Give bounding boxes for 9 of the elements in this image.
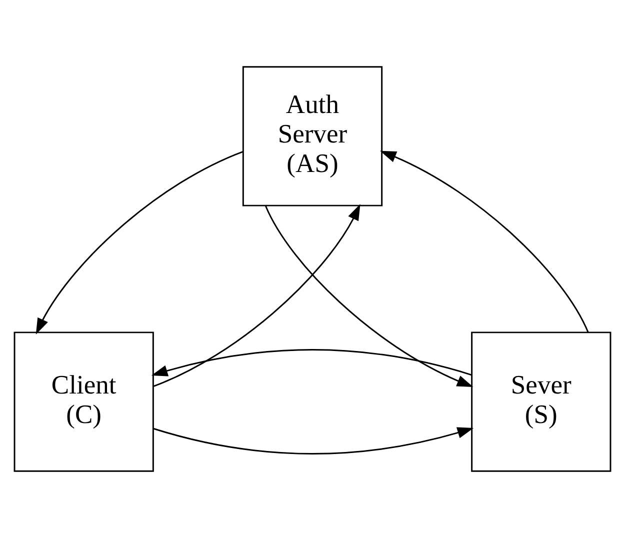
arrow [36,150,244,334]
arrow [380,150,589,332]
node-box: Auth Server (AS) [242,66,383,206]
node-box: Sever (S) [471,331,612,472]
arrow [151,348,472,376]
arrow [265,205,474,387]
arrow [153,426,474,454]
node-box: Client (C) [14,331,154,472]
arrow [154,204,360,386]
